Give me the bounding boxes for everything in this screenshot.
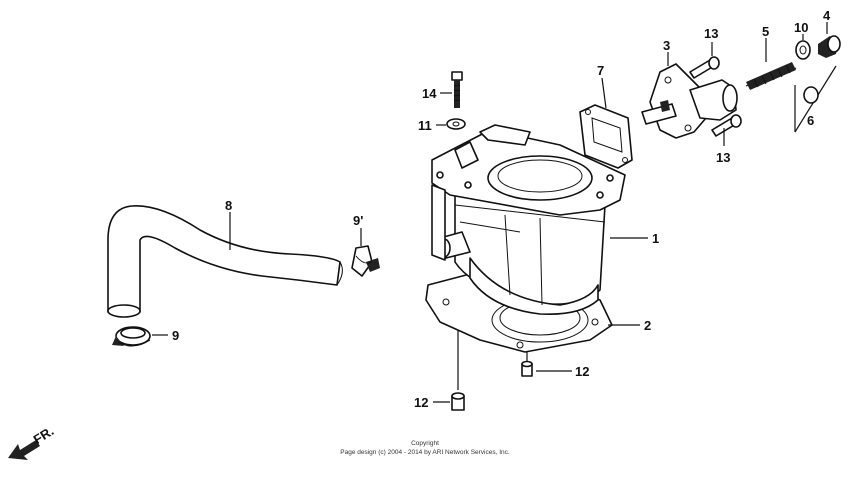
hose-part-8[interactable] bbox=[107, 205, 343, 318]
callout-3: 3 bbox=[663, 38, 670, 53]
callout-11: 11 bbox=[418, 118, 432, 133]
washer-part-10[interactable] bbox=[795, 40, 811, 60]
callout-14: 14 bbox=[422, 86, 437, 101]
gasket-part-7[interactable] bbox=[579, 104, 633, 169]
spring-part-5[interactable] bbox=[745, 62, 797, 90]
washer-part-11[interactable] bbox=[446, 118, 466, 130]
arrow-icon bbox=[8, 440, 40, 460]
callout-8: 8 bbox=[225, 198, 232, 213]
copyright-line-2: Page design (c) 2004 - 2014 by ARI Netwo… bbox=[340, 449, 510, 456]
callout-12-left: 12 bbox=[414, 395, 428, 410]
bolt-part-13-upper[interactable] bbox=[689, 56, 720, 79]
callout-labels: 1 2 3 4 5 6 7 8 9 9' 10 11 12 12 13 13 1… bbox=[172, 8, 831, 410]
callout-7: 7 bbox=[597, 63, 604, 78]
bolt-part-14[interactable] bbox=[451, 71, 463, 108]
dowel-part-12-left[interactable] bbox=[451, 392, 465, 411]
callout-2: 2 bbox=[644, 318, 651, 333]
front-direction-arrow: FR. bbox=[8, 423, 56, 460]
callout-9-prime: 9' bbox=[353, 213, 363, 228]
bolt-part-13-lower[interactable] bbox=[711, 114, 742, 137]
callout-10: 10 bbox=[794, 20, 808, 35]
dowel-part-12-right[interactable] bbox=[521, 360, 533, 377]
callout-13-upper: 13 bbox=[704, 26, 718, 41]
oring-part-6[interactable] bbox=[794, 65, 837, 133]
clip-part-9-prime[interactable] bbox=[351, 245, 380, 277]
bolt-part-4[interactable] bbox=[818, 35, 841, 58]
tensioner-part-3[interactable] bbox=[641, 63, 738, 139]
callout-12-right: 12 bbox=[575, 364, 589, 379]
copyright-notice: Copyright Page design (c) 2004 - 2014 by… bbox=[340, 440, 510, 456]
callout-5: 5 bbox=[762, 24, 769, 39]
leader-lines bbox=[152, 22, 828, 403]
cylinder-part-1[interactable] bbox=[431, 124, 626, 316]
callout-6: 6 bbox=[807, 113, 814, 128]
clamp-part-9[interactable] bbox=[112, 326, 151, 347]
callout-1: 1 bbox=[652, 231, 659, 246]
callout-13-lower: 13 bbox=[716, 150, 730, 165]
callout-4: 4 bbox=[823, 8, 831, 23]
callout-9: 9 bbox=[172, 328, 179, 343]
copyright-line-1: Copyright bbox=[411, 440, 439, 447]
